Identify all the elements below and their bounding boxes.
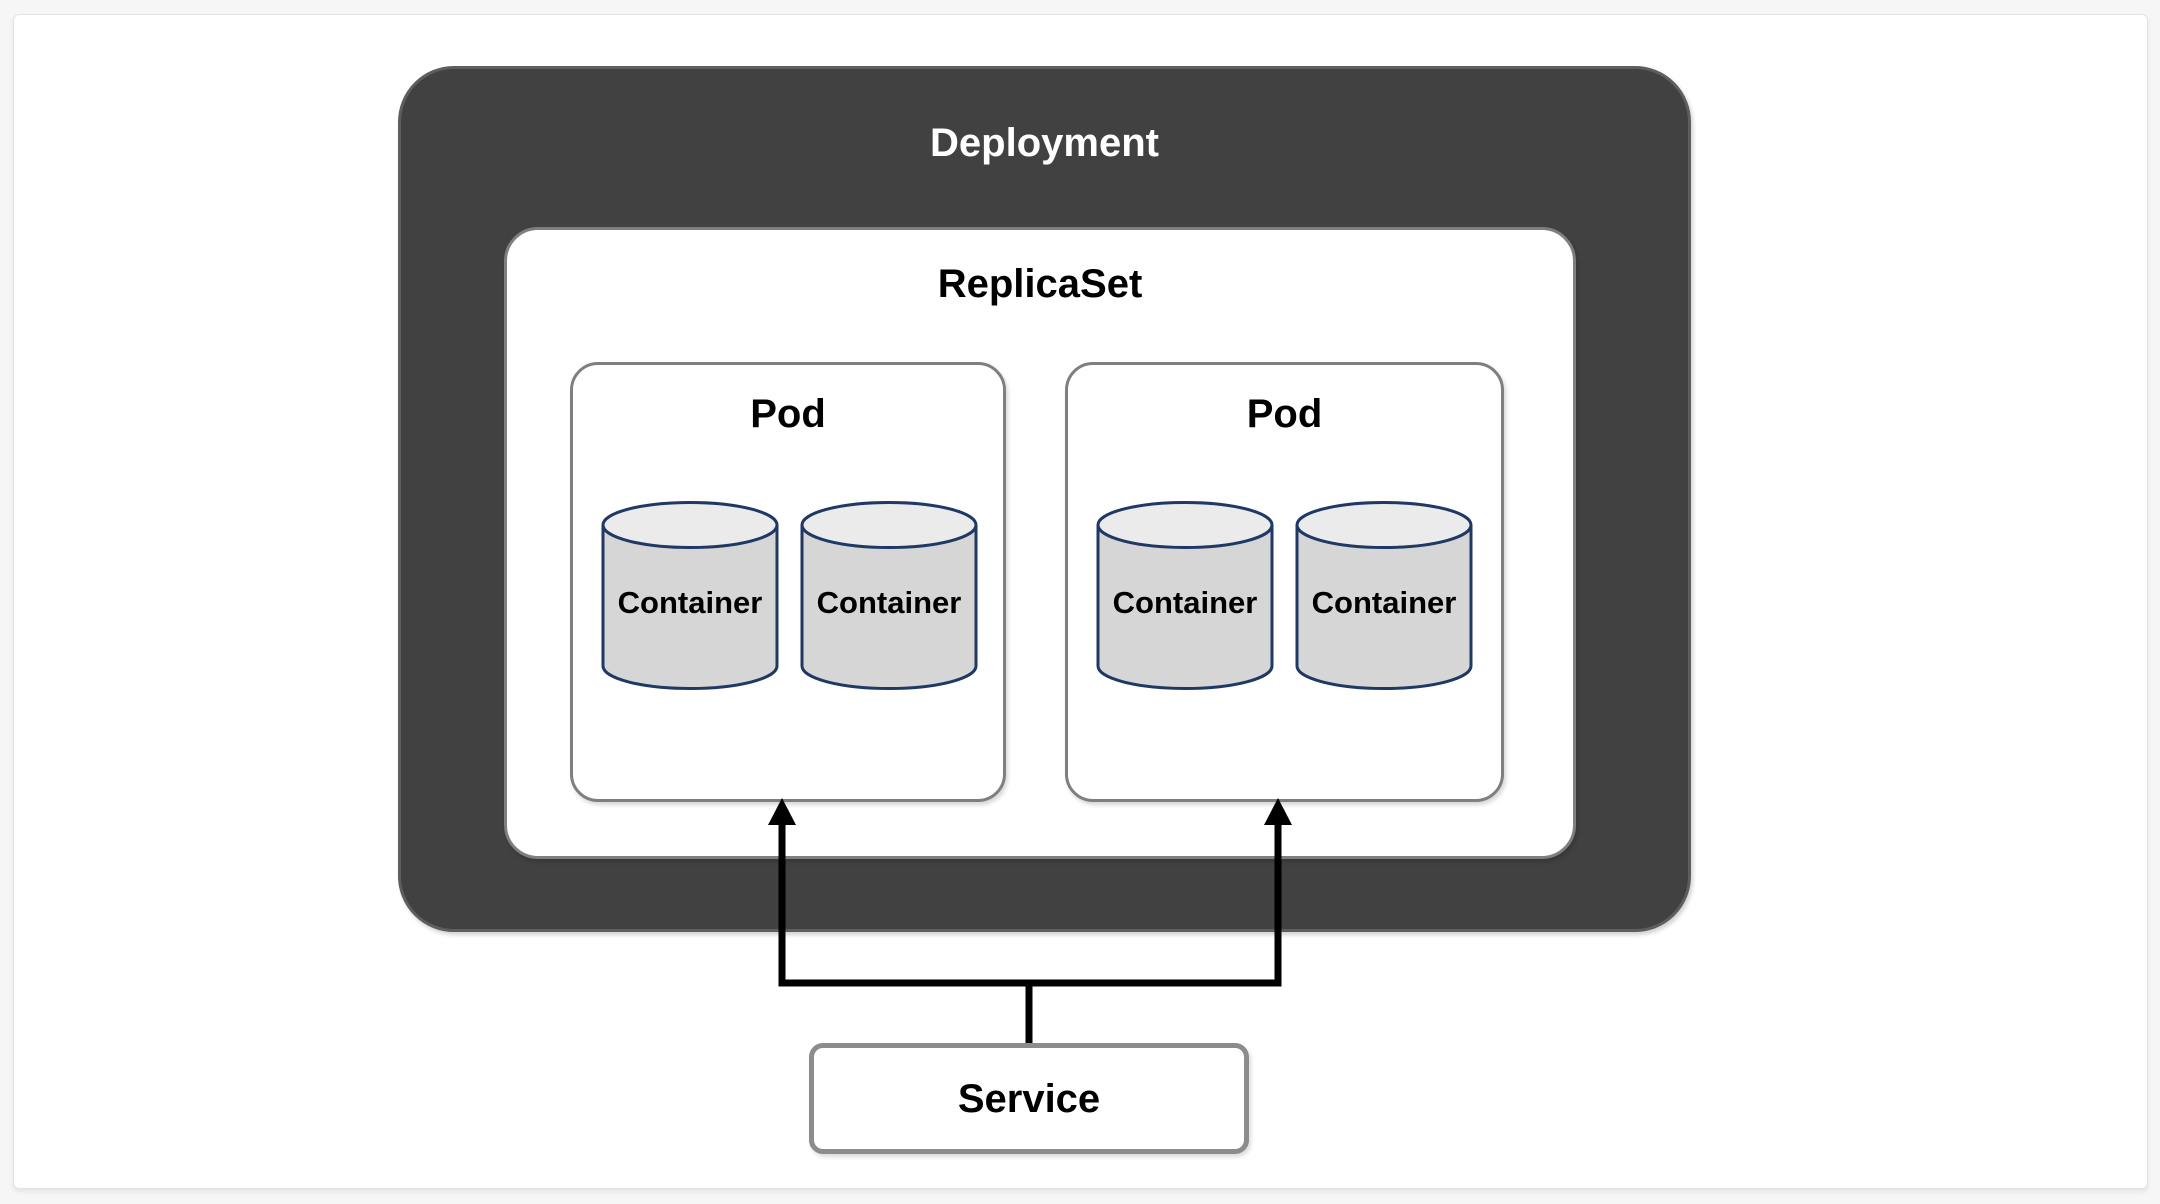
pod-label: Pod (1246, 392, 1323, 436)
container-label: Container (1112, 585, 1258, 620)
cylinder-icon (601, 501, 779, 690)
container-cylinder: Container (1096, 500, 1274, 690)
container-cylinder: Container (601, 500, 779, 690)
container-label: Container (816, 585, 962, 620)
container-cylinder: Container (1295, 500, 1473, 690)
container-cylinder: Container (800, 500, 978, 690)
service-label: Service (957, 1076, 1101, 1121)
pod-label: Pod (750, 392, 826, 436)
deployment-box: Deployment ReplicaSet Pod Container (398, 66, 1691, 932)
replicaset-box: ReplicaSet Pod Container Container (504, 227, 1576, 859)
cylinder-icon (800, 501, 978, 690)
diagram-canvas: Deployment ReplicaSet Pod Container (13, 14, 2148, 1189)
pod-box-2: Pod Container Container (1065, 362, 1504, 802)
cylinder-icon (1096, 501, 1274, 690)
pod-box-1: Pod Container Container (570, 362, 1006, 802)
container-label: Container (1311, 585, 1457, 620)
service-box: Service (809, 1043, 1249, 1154)
replicaset-label: ReplicaSet (937, 262, 1143, 306)
container-label: Container (617, 585, 763, 620)
cylinder-icon (1295, 501, 1473, 690)
deployment-label: Deployment (930, 121, 1159, 165)
